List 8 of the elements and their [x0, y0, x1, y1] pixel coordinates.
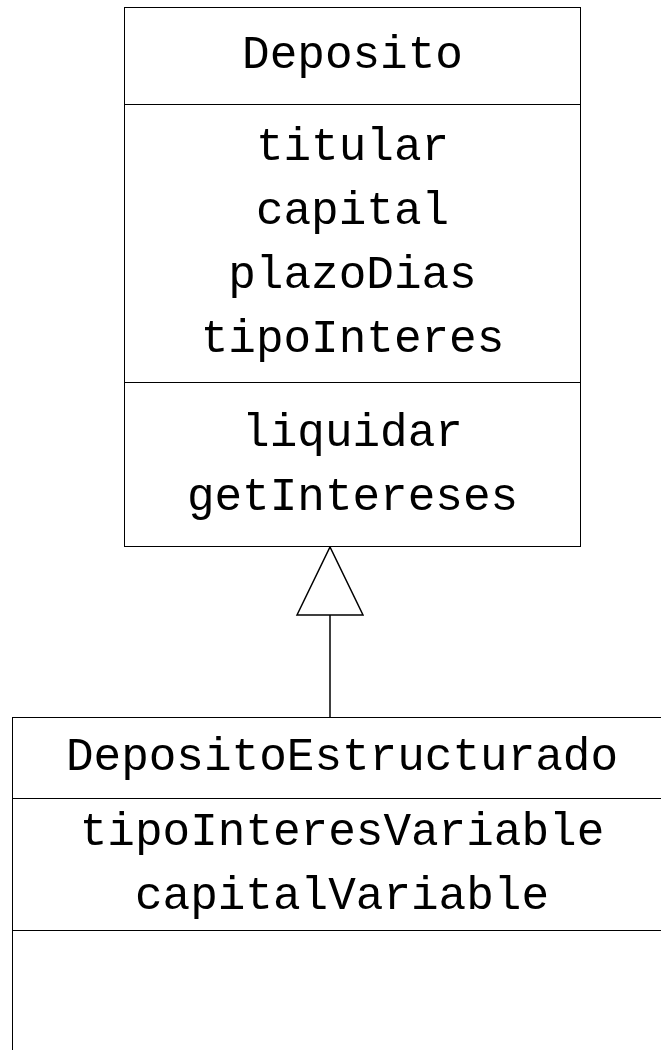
- attribute-list: titular capital plazoDias tipoInteres: [200, 115, 505, 372]
- method-list: liquidar getIntereses: [186, 401, 519, 530]
- attribute-list: tipoInteresVariable capitalVariable: [79, 800, 605, 929]
- inheritance-arrow: [296, 546, 364, 718]
- class-box: [124, 7, 581, 547]
- class-name: DepositoEstructurado: [65, 731, 619, 786]
- class-name: Deposito: [242, 29, 463, 84]
- class-box: [12, 717, 661, 1050]
